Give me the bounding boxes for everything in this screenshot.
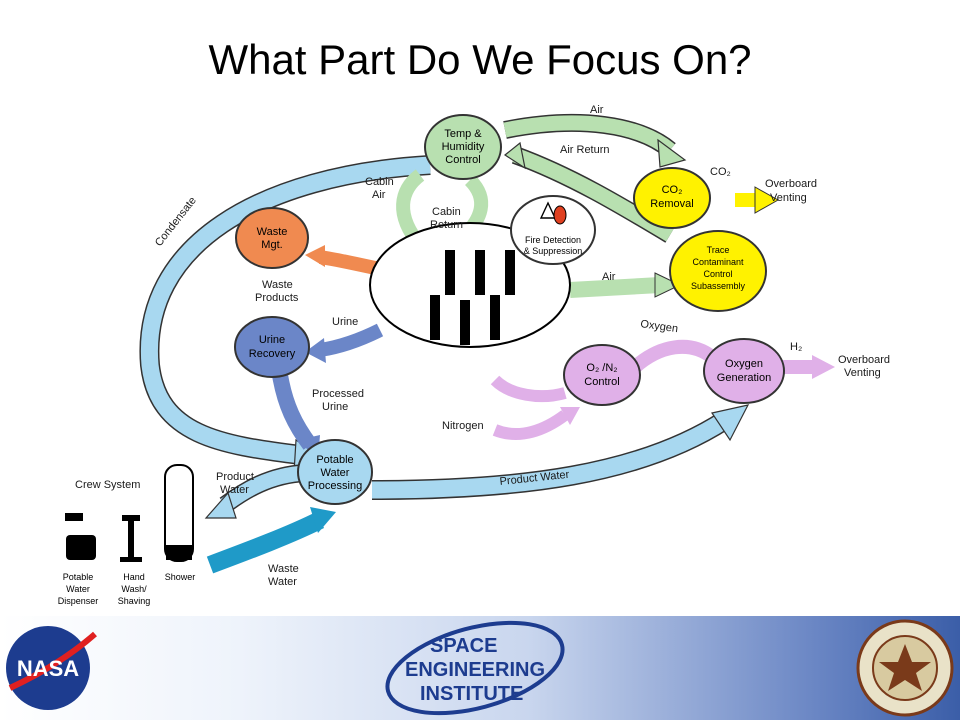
sei-l2: ENGINEERING xyxy=(405,659,545,681)
sei-logo: SPACE ENGINEERING INSTITUTE xyxy=(385,620,565,716)
node-fire-detection xyxy=(510,195,596,265)
node-oxygen-l2: Generation xyxy=(717,372,771,384)
label-processed-urine-1: Processed xyxy=(312,388,364,400)
label-cabin-air-2: Air xyxy=(372,189,386,201)
node-potable-l2: Water xyxy=(321,467,350,479)
node-trace-l2: Contaminant xyxy=(692,257,744,267)
node-urine-recovery-l1: Urine xyxy=(259,334,285,346)
label-waste-products-1: Waste xyxy=(262,279,293,291)
label-urine: Urine xyxy=(332,316,358,328)
label-air-top: Air xyxy=(590,104,604,116)
crew-cabin xyxy=(369,222,571,348)
urine-arrow xyxy=(318,323,384,357)
label-air-mid: Air xyxy=(602,271,616,283)
label-waste-products-2: Products xyxy=(255,292,299,304)
label-cabin-air-1: Cabin xyxy=(365,176,394,188)
node-fire-l1: Fire Detection xyxy=(525,235,581,245)
label-product-water-left-2: Water xyxy=(220,484,249,496)
node-o2n2-l2: Control xyxy=(584,376,619,388)
node-o2n2-l1: O₂ /N₂ xyxy=(586,362,617,374)
node-oxygen-l1: Oxygen xyxy=(725,358,763,370)
node-potable-l1: Potable xyxy=(316,454,353,466)
label-cabin-return-2: Return xyxy=(430,219,463,231)
label-shower: Shower xyxy=(165,572,196,582)
node-trace-contaminant xyxy=(669,230,767,312)
recycle-arrow xyxy=(490,375,567,403)
air-mid-arrow xyxy=(569,277,661,298)
node-oxygen-generation xyxy=(703,338,785,404)
node-temp-humidity-l1: Temp & xyxy=(444,128,482,140)
label-dispenser-1: Potable xyxy=(63,572,94,582)
node-waste-mgt-l1: Waste xyxy=(257,226,288,238)
potable-water-dispenser-icon xyxy=(65,513,96,560)
waste-water-arrow xyxy=(206,511,325,574)
node-trace-l1: Trace xyxy=(707,245,730,255)
sei-l1: SPACE xyxy=(430,635,497,657)
node-potable-l3: Processing xyxy=(308,480,362,492)
node-temp-humidity-l2: Humidity xyxy=(442,141,485,153)
node-urine-recovery-l2: Recovery xyxy=(249,348,296,360)
node-temp-humidity-l3: Control xyxy=(445,154,480,166)
node-trace-l3: Control xyxy=(703,269,732,279)
label-dispenser-3: Dispenser xyxy=(58,596,99,606)
nasa-text: NASA xyxy=(17,656,79,681)
label-processed-urine-2: Urine xyxy=(322,401,348,413)
label-air-return: Air Return xyxy=(560,144,610,156)
footer-bar: NASA SPACE ENGINEERING INSTITUTE xyxy=(0,616,960,720)
label-crew-system: Crew System xyxy=(75,479,140,491)
processed-urine-arrow xyxy=(272,373,317,450)
node-temp-humidity xyxy=(424,114,502,180)
node-co2-removal-l1: CO₂ xyxy=(662,184,683,196)
node-fire-l2: & Suppression xyxy=(524,246,583,256)
node-o2-n2-control xyxy=(563,344,641,406)
sei-l3: INSTITUTE xyxy=(420,683,523,705)
label-overboard-1a: Overboard xyxy=(765,178,817,190)
label-overboard-2a: Overboard xyxy=(838,354,890,366)
hand-wash-icon xyxy=(120,515,142,562)
label-waste-water-1: Waste xyxy=(268,563,299,575)
node-urine-recovery xyxy=(234,316,310,378)
label-handwash-3: Shaving xyxy=(118,596,151,606)
node-co2-removal-l2: Removal xyxy=(650,198,693,210)
label-h2: H₂ xyxy=(790,341,802,353)
label-nitrogen: Nitrogen xyxy=(442,420,484,432)
node-trace-l4: Subassembly xyxy=(691,281,746,291)
nasa-logo: NASA xyxy=(6,626,97,710)
label-waste-water-2: Water xyxy=(268,576,297,588)
label-overboard-2b: Venting xyxy=(844,367,881,379)
shower-icon xyxy=(164,464,194,562)
fire-extinguisher-icon xyxy=(539,201,557,219)
label-cabin-return-1: Cabin xyxy=(432,206,461,218)
node-potable-water xyxy=(297,439,373,505)
eclss-diagram: Temp & Humidity Control CO₂ Removal Trac… xyxy=(58,104,890,606)
label-product-water-left-1: Product xyxy=(216,471,254,483)
oxygen-arrow xyxy=(630,339,717,373)
node-waste-mgt xyxy=(235,207,309,269)
label-handwash-1: Hand xyxy=(123,572,145,582)
label-handwash-2: Wash/ xyxy=(121,584,147,594)
nitrogen-arrow xyxy=(492,410,569,440)
label-oxygen: Oxygen xyxy=(640,318,679,335)
tamu-seal xyxy=(856,619,954,717)
label-overboard-1b: Venting xyxy=(770,192,807,204)
crew-figures xyxy=(430,250,515,345)
node-co2-removal xyxy=(633,167,711,229)
node-waste-mgt-l2: Mgt. xyxy=(261,239,282,251)
label-dispenser-2: Water xyxy=(66,584,90,594)
slide-title: What Part Do We Focus On? xyxy=(208,36,752,83)
label-co2: CO₂ xyxy=(710,166,731,178)
